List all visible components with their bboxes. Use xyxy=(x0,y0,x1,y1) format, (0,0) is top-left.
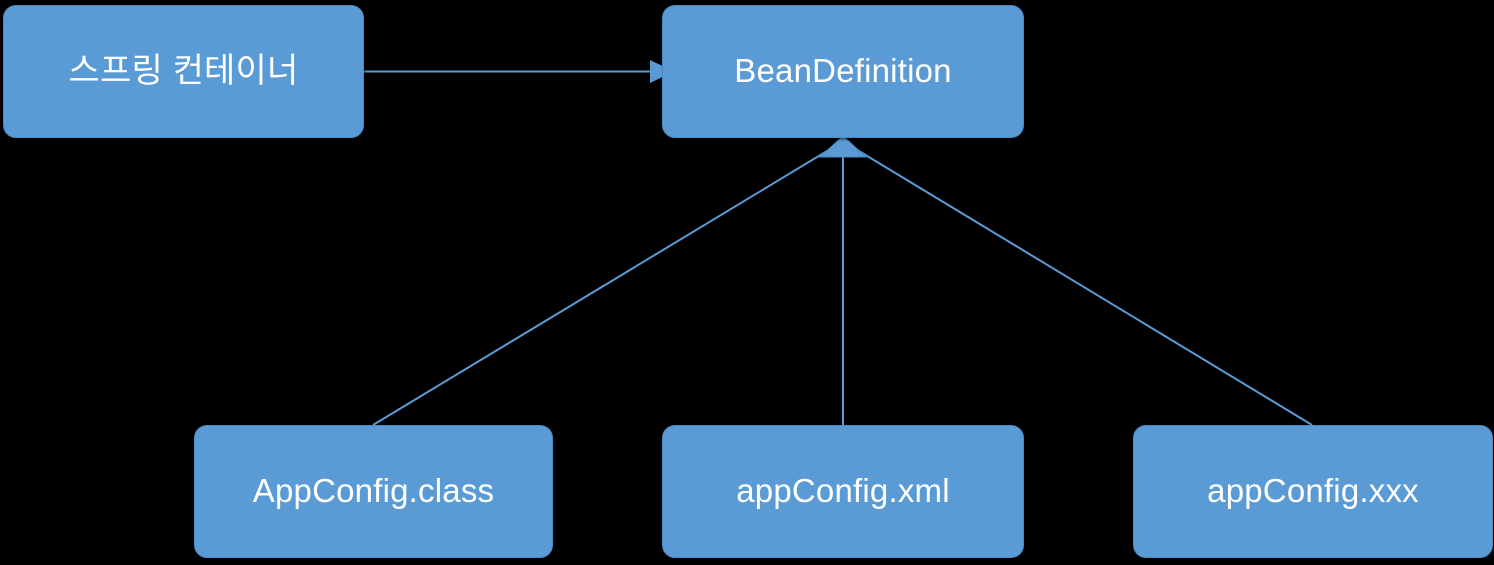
node-label-spring-container: 스프링 컨테이너 xyxy=(68,51,299,90)
node-label-appconfig-xml: appConfig.xml xyxy=(736,472,950,510)
node-label-beandefinition: BeanDefinition xyxy=(734,52,952,90)
node-appconfig-xxx[interactable]: appConfig.xxx xyxy=(1133,425,1493,558)
node-label-appconfig-class: AppConfig.class xyxy=(252,472,495,510)
arrowhead-up-icon xyxy=(818,135,868,158)
node-beandefinition[interactable]: BeanDefinition xyxy=(662,5,1024,138)
node-appconfig-class[interactable]: AppConfig.class xyxy=(194,425,553,558)
node-appconfig-xml[interactable]: appConfig.xml xyxy=(662,425,1024,558)
edge-line xyxy=(372,147,833,426)
edge-spring-to-beandefinition xyxy=(364,60,674,83)
node-label-appconfig-xxx: appConfig.xxx xyxy=(1207,472,1419,510)
edge-appconfig-class-to-beandefinition xyxy=(372,147,833,426)
edge-appconfig-xxx-to-beandefinition xyxy=(853,147,1313,426)
node-spring-container[interactable]: 스프링 컨테이너 xyxy=(3,5,364,138)
edge-line xyxy=(853,147,1313,426)
